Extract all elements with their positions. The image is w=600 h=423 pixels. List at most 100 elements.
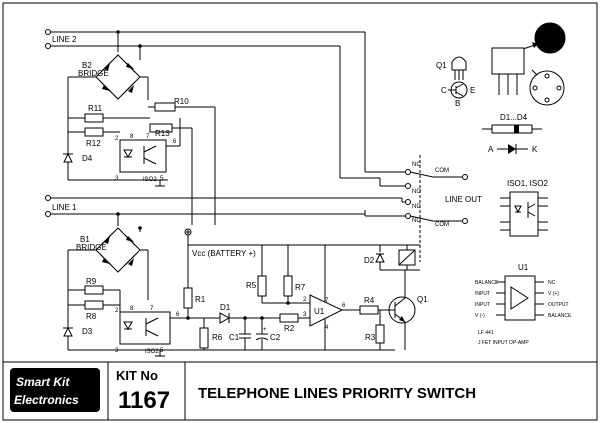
r1-resistor [183, 287, 193, 309]
svg-text:NO: NO [412, 189, 421, 195]
svg-text:D2: D2 [364, 256, 375, 265]
svg-text:D4: D4 [82, 154, 93, 163]
svg-text:R11: R11 [88, 104, 103, 113]
svg-text:LF 441: LF 441 [478, 330, 494, 336]
svg-text:COM: COM [435, 168, 449, 174]
svg-text:D1...D4: D1...D4 [500, 113, 528, 122]
kit-number: 1167 [118, 387, 170, 414]
iso2-top-opto [119, 139, 167, 173]
iso2-bottom-opto [119, 311, 171, 345]
svg-text:B: B [455, 99, 460, 108]
svg-text:R7: R7 [295, 283, 306, 292]
svg-text:6: 6 [173, 139, 177, 145]
bridge-b1: B1 BRIDGE [67, 227, 149, 350]
d3-zener [63, 326, 73, 337]
svg-text:7: 7 [150, 306, 154, 312]
svg-text:U1: U1 [314, 307, 325, 316]
svg-text:A: A [488, 145, 494, 154]
svg-text:OUTPUT: OUTPUT [548, 302, 569, 308]
svg-text:R4: R4 [364, 296, 375, 305]
svg-text:NC: NC [412, 162, 421, 168]
svg-text:2: 2 [115, 136, 119, 142]
r5-resistor [257, 275, 267, 297]
timing-network: Vcc (BATTERY +) R1 R6 D1 C1 + C2 [160, 228, 405, 351]
u1-opamp [309, 294, 344, 327]
line2-input: LINE 2 [45, 29, 366, 178]
bridge-b1-name: B1 [80, 235, 90, 244]
svg-text:NC: NC [412, 204, 421, 210]
bridge-b1-label: BRIDGE [76, 243, 107, 252]
logo-line1: Smart Kit [16, 375, 70, 389]
svg-text:6: 6 [176, 312, 180, 318]
svg-text:2: 2 [115, 308, 119, 314]
svg-text:Q1: Q1 [417, 295, 428, 304]
svg-text:ISO2: ISO2 [143, 177, 157, 183]
bridge-b2-label: BRIDGE [78, 69, 109, 78]
svg-text:BALANCE: BALANCE [548, 313, 572, 319]
line1-input: LINE 1 [45, 195, 402, 232]
r6-resistor [199, 327, 209, 349]
bridge-b2: B2 BRIDGE [67, 54, 149, 180]
line-out-label: LINE OUT [445, 195, 482, 204]
svg-text:INPUT: INPUT [475, 291, 490, 297]
svg-text:R5: R5 [246, 281, 257, 290]
svg-text:Vcc (BATTERY +): Vcc (BATTERY +) [192, 249, 256, 258]
comparator-u1: R5 R7 R2 U1 2 3 7 6 4 R4 R3 Q1 [246, 245, 428, 350]
svg-text:R1: R1 [195, 295, 206, 304]
svg-text:Q1: Q1 [436, 61, 447, 70]
svg-text:J FET INPUT OP-AMP: J FET INPUT OP-AMP [478, 340, 529, 346]
svg-text:E: E [470, 86, 475, 95]
svg-text:R10: R10 [174, 97, 189, 106]
svg-text:R2: R2 [284, 324, 295, 333]
line2-sense-circuit: R11 R12 D4 2 3 8 7 6 5 ISO2 R10 R13 [63, 97, 216, 225]
svg-text:V (+): V (+) [548, 291, 559, 297]
bridge-b2-name: B2 [82, 61, 92, 70]
svg-text:6: 6 [342, 303, 346, 309]
legend-q1-package: Q1 C E B [436, 56, 475, 108]
svg-text:K: K [532, 145, 538, 154]
svg-text:8: 8 [130, 134, 134, 140]
relay-coil: D2 [364, 155, 421, 271]
r3-resistor [375, 324, 385, 344]
r10-resistor [154, 102, 176, 112]
r12-resistor [84, 127, 104, 137]
d4-zener [63, 152, 73, 163]
svg-text:D3: D3 [82, 327, 93, 336]
svg-text:INPUT: INPUT [475, 302, 490, 308]
svg-text:5: 5 [160, 348, 164, 354]
svg-text:R8: R8 [86, 312, 97, 321]
svg-text:R3: R3 [365, 333, 376, 342]
page-title: TELEPHONE LINES PRIORITY SWITCH [198, 385, 476, 402]
relay-contacts: NC NO NC NO COM COM LINE OUT [340, 162, 482, 228]
svg-text:2: 2 [303, 297, 307, 303]
svg-text:D1: D1 [220, 303, 231, 312]
kit-no-label: KIT No [116, 368, 158, 383]
svg-text:3: 3 [115, 176, 119, 182]
c2-label: C2 [270, 333, 281, 342]
line-out-terminal-a [462, 174, 468, 180]
svg-text:V (-): V (-) [475, 313, 485, 319]
legend-diode: D1...D4 A K [482, 113, 542, 154]
svg-text:ISO2: ISO2 [145, 349, 159, 355]
svg-text:3: 3 [303, 312, 307, 318]
line-out-terminal-b [462, 218, 468, 224]
d1-diode [219, 312, 231, 324]
d2-diode [375, 252, 385, 263]
svg-text:4: 4 [325, 325, 329, 331]
svg-text:NC: NC [548, 280, 556, 286]
svg-text:C: C [441, 86, 447, 95]
svg-text:BALANCE: BALANCE [475, 280, 499, 286]
line1-label: LINE 1 [52, 203, 77, 212]
svg-text:U1: U1 [518, 263, 529, 272]
svg-text:+: + [263, 327, 267, 333]
svg-text:COM: COM [435, 222, 449, 228]
r7-resistor [283, 275, 293, 297]
legend-u1-package: U1 BALANCE INPUT INPUT V (-) NC V (+) OU… [475, 263, 572, 346]
legend-to5-package [491, 22, 566, 106]
r4-resistor [359, 305, 379, 315]
svg-text:7: 7 [146, 134, 150, 140]
svg-text:8: 8 [130, 306, 134, 312]
legend-opto-package: ISO1, ISO2 [500, 179, 548, 237]
